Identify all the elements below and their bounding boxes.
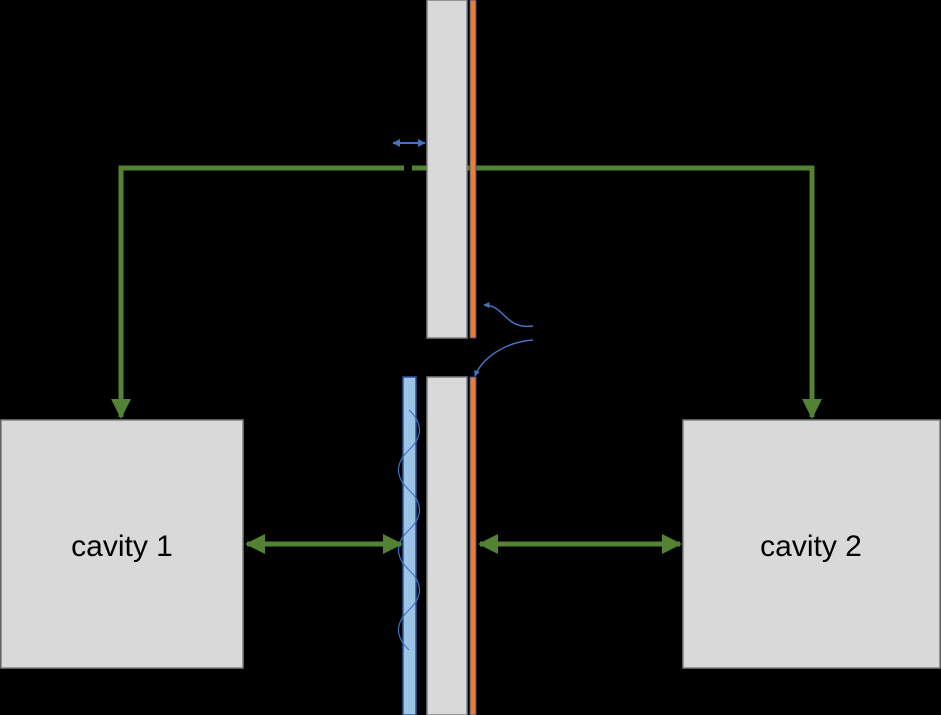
sine-wave-icon [397, 409, 421, 651]
cavity-2-box [682, 419, 941, 669]
lower-block [426, 376, 468, 715]
lower-coating [469, 376, 477, 715]
cavity-1-label: cavity 1 [71, 530, 173, 563]
upper-membrane [426, 0, 477, 339]
upper-block [426, 0, 468, 339]
curved-arrow-upper [483, 302, 534, 328]
feedback-line-right [412, 165, 822, 419]
waveguide-strip [402, 376, 417, 715]
curved-arrow-lower [474, 339, 534, 377]
feedback-line-left [111, 165, 404, 419]
curved-arrow-icon [474, 302, 534, 377]
lower-membrane [426, 376, 477, 715]
cavity-2-label: cavity 2 [760, 530, 862, 563]
cavity-1: cavity 1 [0, 419, 244, 669]
upper-coating [469, 0, 477, 339]
cavity-2: cavity 2 [682, 419, 941, 669]
cavity-1-box [0, 419, 244, 669]
feedback-loop [111, 165, 822, 419]
waveguide [397, 376, 421, 715]
